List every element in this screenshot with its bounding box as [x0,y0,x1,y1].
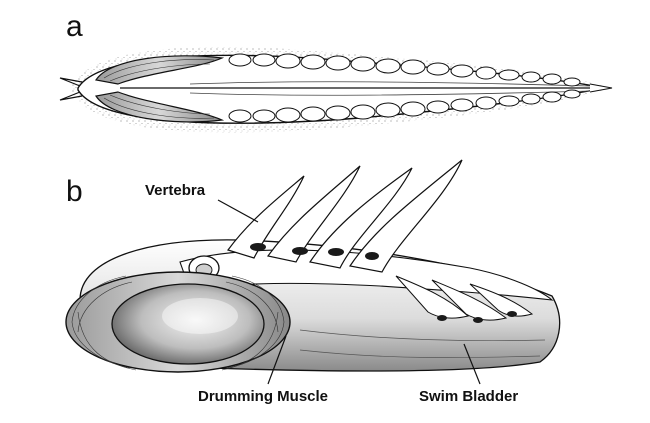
drumming-muscle-section [65,271,291,373]
panel-a-label: a [66,10,83,43]
panel-b: b [65,159,561,405]
drumming-muscle-label: Drumming Muscle [198,388,328,405]
drumming-muscle-callout: Drumming Muscle [198,335,328,405]
panel-b-label: b [66,175,83,208]
swim-bladder-label: Swim Bladder [419,388,518,405]
lateral-cutaway-illustration [65,159,561,373]
vertebra-label: Vertebra [145,182,206,199]
swim-bladder-callout: Swim Bladder [419,343,518,405]
dorsal-view-illustration [59,46,613,133]
vertebra-callout: Vertebra [145,182,259,223]
panel-a: a [59,10,613,133]
